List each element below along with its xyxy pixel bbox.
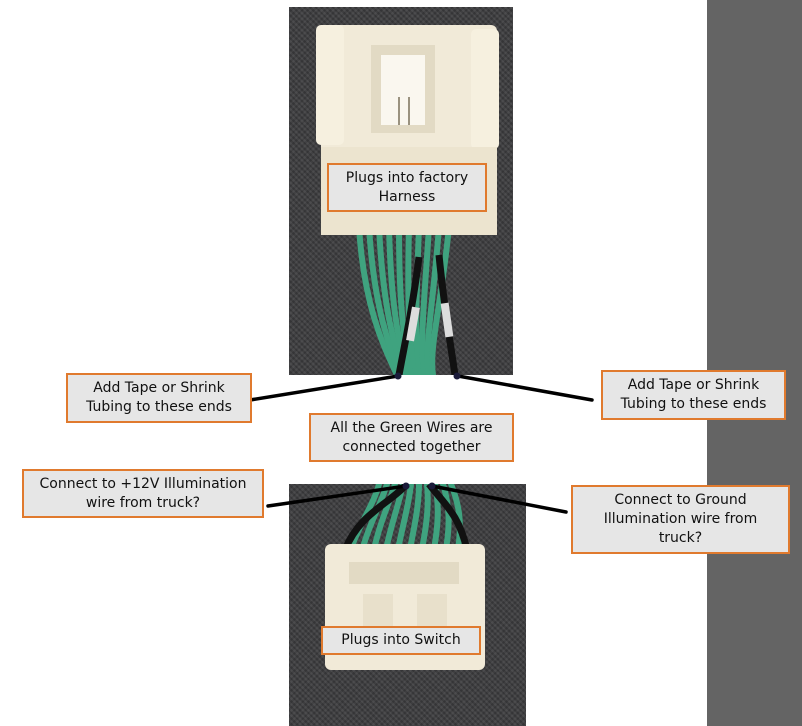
callout-green-wires: All the Green Wires are connected togeth… bbox=[309, 413, 514, 462]
sidebar-panel bbox=[707, 0, 802, 726]
callout-switch: Plugs into Switch bbox=[321, 626, 481, 655]
switch-connector-illustration bbox=[325, 484, 485, 670]
callout-ground-illumination: Connect to Ground Illumination wire from… bbox=[571, 485, 790, 554]
callout-12v-illumination: Connect to +12V Illumination wire from t… bbox=[22, 469, 264, 518]
bottom-connector-photo bbox=[289, 484, 526, 726]
callout-tape-left: Add Tape or Shrink Tubing to these ends bbox=[66, 373, 252, 423]
callout-tape-right: Add Tape or Shrink Tubing to these ends bbox=[601, 370, 786, 420]
callout-factory-harness: Plugs into factory Harness bbox=[327, 163, 487, 212]
